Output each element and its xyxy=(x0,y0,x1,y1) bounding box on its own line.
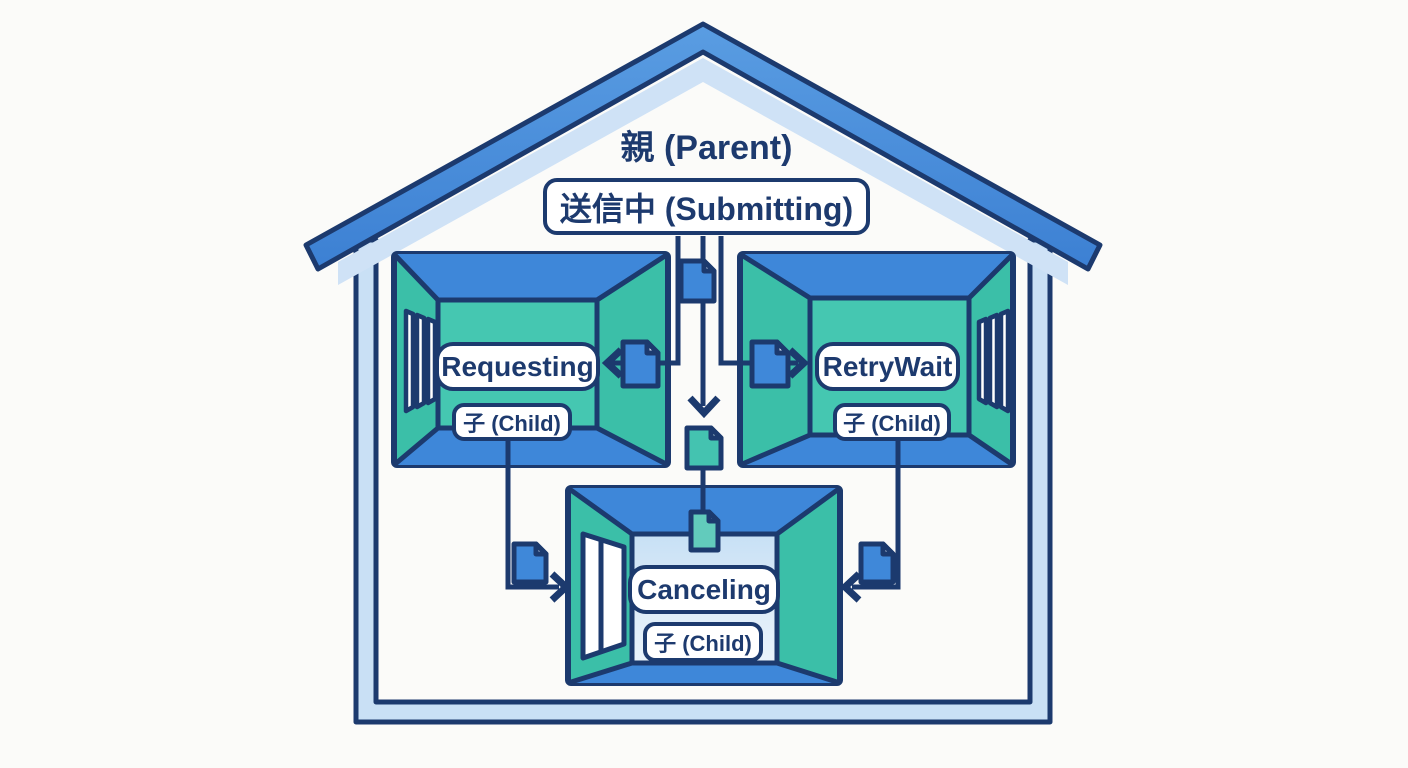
arrow-requesting-child-to-canceling xyxy=(505,438,559,590)
house-outline xyxy=(303,21,1103,725)
pane-window-icon-center-room xyxy=(580,531,627,661)
document-icon-from-requesting-child xyxy=(511,541,549,585)
roof-inner-stripe-left xyxy=(338,58,703,285)
blinds-window-icon-right-room xyxy=(976,308,1011,414)
room-canceling-perspective-edges xyxy=(566,485,842,686)
roof-inner-stripe-right xyxy=(703,58,1068,285)
arrowhead-left-icon xyxy=(601,347,624,379)
arrow-retrywait-child-to-canceling xyxy=(852,438,901,590)
arrowhead-into-canceling-left-icon xyxy=(549,571,572,603)
document-icon-canceling-ceiling xyxy=(688,509,721,553)
blinds-window-icon-left-room xyxy=(403,308,438,414)
parent-state-badge: 送信中 (Submitting) xyxy=(543,178,870,235)
document-icons xyxy=(511,258,896,585)
state-label-retrywait: RetryWait xyxy=(815,342,960,391)
room-requesting-ceiling xyxy=(394,254,668,300)
connectors xyxy=(505,236,901,603)
state-label-requesting: Requesting xyxy=(435,342,600,391)
child-badge-requesting: 子 (Child) xyxy=(452,403,572,441)
document-icon-to-retrywait xyxy=(749,339,791,389)
document-icon-top-center xyxy=(678,258,717,304)
room-requesting-perspective-edges xyxy=(392,251,670,468)
parent-title: 親 (Parent) xyxy=(620,128,793,167)
room-retrywait-ceiling xyxy=(740,254,1013,298)
document-icon-from-retrywait-child xyxy=(858,541,896,585)
roof-beam xyxy=(303,21,1103,272)
arrowhead-down-icon xyxy=(687,395,721,419)
arrowhead-into-canceling-right-icon xyxy=(839,571,862,603)
document-icon-center xyxy=(684,425,724,471)
room-retrywait-perspective-edges xyxy=(738,251,1015,468)
house-walls xyxy=(353,237,1053,725)
document-icon-to-requesting xyxy=(620,339,661,389)
room-canceling-floor xyxy=(568,663,840,683)
child-badge-canceling: 子 (Child) xyxy=(643,622,763,662)
child-badge-retrywait: 子 (Child) xyxy=(833,403,951,441)
room-retrywait-floor xyxy=(740,435,1013,465)
arrowhead-right-icon xyxy=(787,347,810,379)
state-label-canceling: Canceling xyxy=(628,565,780,614)
